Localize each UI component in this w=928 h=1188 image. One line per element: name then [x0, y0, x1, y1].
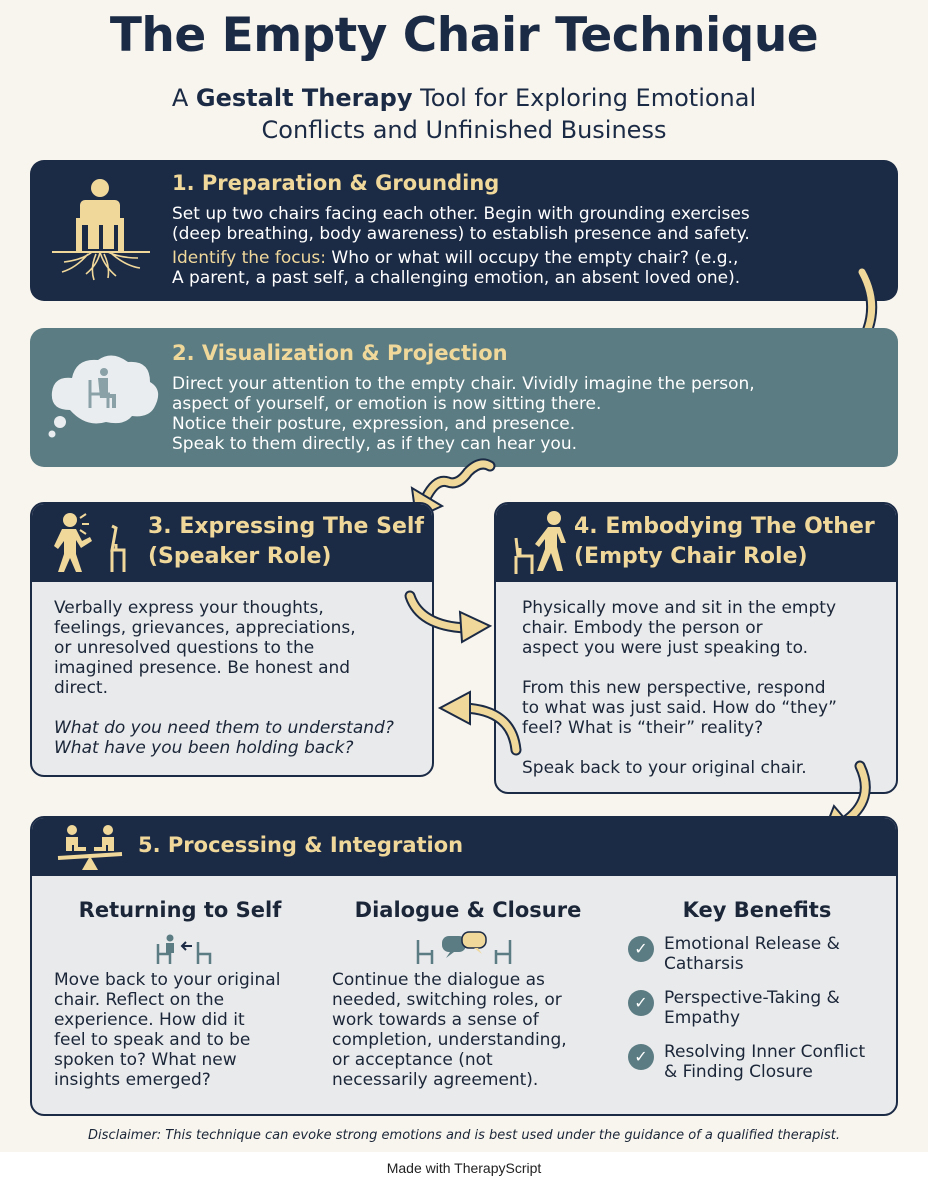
balance-scale-people-icon: [57, 825, 123, 870]
step-1-focus-line: A parent, a past self, a challenging emo…: [172, 268, 741, 288]
dialogue-closure-text: Continue the dialogue as needed, switchi…: [332, 970, 567, 1090]
step-2-body: Direct your attention to the empty chair…: [172, 374, 887, 454]
step-3-card: 3. Expressing The Self (Speaker Role) Ve…: [30, 502, 434, 777]
step-3-para: Verbally express your thoughts, feelings…: [54, 598, 356, 698]
step-2-line: aspect of yourself, or emotion is now si…: [172, 394, 602, 414]
page-title: The Empty Chair Technique: [109, 8, 819, 63]
step-2-line: Speak to them directly, as if they can h…: [172, 434, 578, 454]
subtitle-emphasis: Gestalt Therapy: [195, 84, 413, 112]
step-3-title: 3. Expressing The Self (Speaker Role): [148, 512, 424, 572]
step-4-para: Speak back to your original chair.: [522, 758, 807, 778]
subtitle-line-1: A Gestalt Therapy Tool for Exploring Emo…: [171, 84, 757, 112]
step-3-title-line: (Speaker Role): [148, 544, 332, 569]
step-4-title: 4. Embodying The Other (Empty Chair Role…: [574, 512, 875, 572]
check-icon: ✓: [628, 1044, 654, 1070]
step-4-title-line: (Empty Chair Role): [574, 544, 808, 569]
infographic-sheet: The Empty Chair Technique A Gestalt Ther…: [0, 0, 928, 1152]
flow-arrow-right-icon: [404, 590, 493, 644]
return-to-chair-icon: [156, 934, 212, 964]
page-subtitle: A Gestalt Therapy Tool for Exploring Emo…: [0, 82, 928, 146]
step-5-header: 5. Processing & Integration: [32, 818, 896, 876]
step-4-para: From this new perspective, respond to wh…: [522, 678, 837, 738]
step-4-para: Physically move and sit in the empty cha…: [522, 598, 837, 658]
step-2-panel: 2. Visualization & Projection Direct you…: [30, 328, 898, 467]
step-1-panel: 1. Preparation & Grounding Set up two ch…: [30, 160, 898, 301]
speaker-with-chair-icon: [54, 513, 126, 572]
check-icon: ✓: [628, 990, 654, 1016]
step-1-title: 1. Preparation & Grounding: [172, 171, 500, 195]
chairs-dialogue-icon: [416, 931, 512, 964]
grounded-person-icon: [52, 179, 150, 281]
flow-arrow-left-icon: [437, 690, 522, 756]
benefit-text: Resolving Inner Conflict& Finding Closur…: [664, 1042, 866, 1082]
step-2-title: 2. Visualization & Projection: [172, 341, 508, 365]
step-4-header: 4. Embodying The Other (Empty Chair Role…: [496, 504, 896, 582]
benefit-text: Emotional Release &Catharsis: [664, 934, 840, 974]
step-5-card: 5. Processing & Integration Returning to…: [30, 816, 898, 1116]
step-4-title-line: 4. Embodying The Other: [574, 514, 875, 539]
returning-to-self-title: Returning to Self: [78, 898, 282, 922]
subtitle-line-2: Conflicts and Unfinished Business: [261, 116, 667, 144]
focus-label: Identify the focus:: [172, 248, 326, 268]
step-3-reflection-questions: What do you need them to understand? Wha…: [54, 718, 394, 758]
step-4-body: Physically move and sit in the empty cha…: [522, 598, 894, 778]
step-1-body-line: (deep breathing, body awareness) to esta…: [172, 224, 750, 244]
step-2-line: Direct your attention to the empty chair…: [172, 374, 755, 394]
returning-to-self-text: Move back to your original chair. Reflec…: [54, 970, 281, 1090]
step-1-body: Set up two chairs facing each other. Beg…: [172, 204, 887, 288]
step-3-header: 3. Expressing The Self (Speaker Role): [32, 504, 432, 582]
person-moving-to-chair-icon: [514, 511, 566, 574]
footer-credit: Made with TherapyScript: [386, 1160, 542, 1176]
step-3-body: Verbally express your thoughts, feelings…: [54, 598, 424, 758]
step-2-line: Notice their posture, expression, and pr…: [172, 414, 576, 434]
disclaimer-text: Disclaimer: This technique can evoke str…: [88, 1128, 840, 1143]
check-icon: ✓: [628, 936, 654, 962]
dialogue-closure-title: Dialogue & Closure: [354, 898, 582, 922]
step-1-focus: Identify the focus: Who or what will occ…: [172, 248, 739, 268]
thought-cloud-chair-icon: [48, 355, 159, 438]
step-5-title: 5. Processing & Integration: [138, 833, 464, 857]
step-4-card: 4. Embodying The Other (Empty Chair Role…: [494, 502, 898, 794]
key-benefits-title: Key Benefits: [682, 898, 832, 922]
benefit-text: Perspective-Taking &Empathy: [664, 988, 840, 1028]
step-3-title-line: 3. Expressing The Self: [148, 514, 424, 539]
step-1-body-line: Set up two chairs facing each other. Beg…: [172, 204, 750, 224]
